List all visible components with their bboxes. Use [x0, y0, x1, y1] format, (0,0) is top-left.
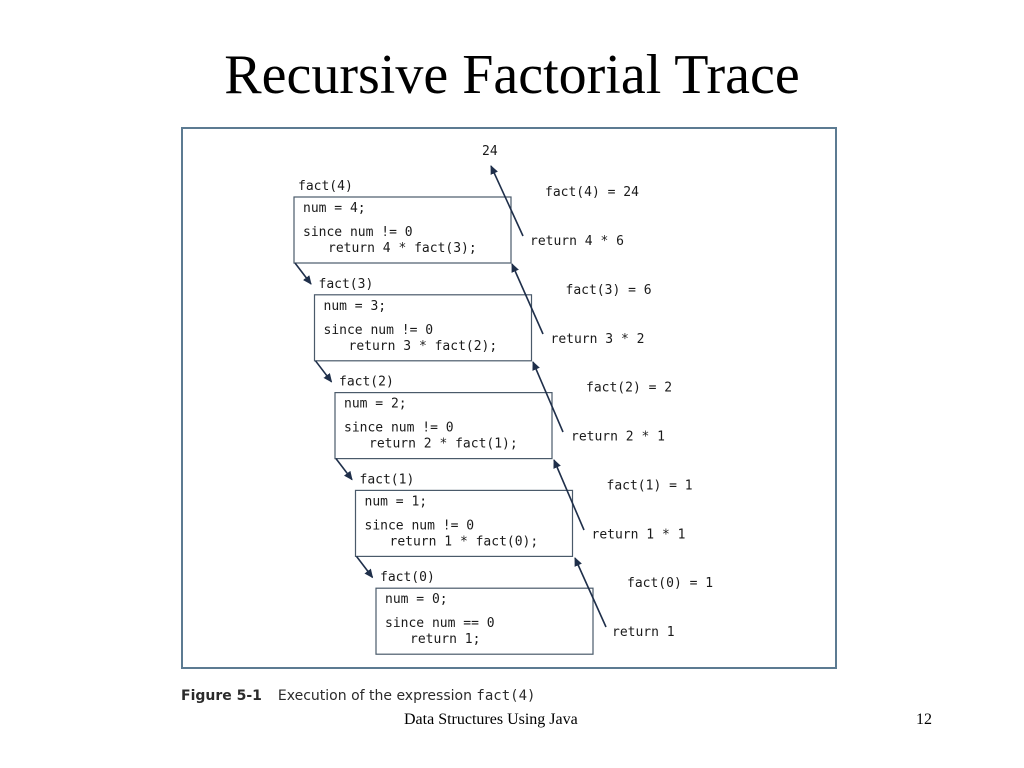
footer-course-title: Data Structures Using Java	[404, 711, 578, 728]
return-arrow	[532, 361, 564, 433]
condition-line: since num == 0	[385, 616, 495, 631]
footer-page-number: 12	[916, 711, 932, 728]
call-label: fact(2)	[339, 375, 394, 390]
return-arrow	[553, 459, 585, 531]
assign-line: num = 3;	[324, 299, 387, 314]
assign-line: num = 0;	[385, 592, 448, 607]
return-arrow	[511, 263, 544, 335]
condition-line: since num != 0	[344, 421, 454, 436]
value-label: fact(4) = 24	[545, 185, 639, 200]
return-label: return 2 * 1	[571, 430, 665, 445]
call-arrow	[355, 555, 374, 579]
return-arrow	[574, 557, 607, 628]
figure-frame	[181, 127, 837, 669]
return-label: return 3 * 2	[551, 332, 645, 347]
action-line: return 1 * fact(0);	[390, 534, 539, 549]
call-label: fact(4)	[298, 179, 353, 194]
return-label: return 4 * 6	[530, 234, 624, 249]
figure-caption: Figure 5-1 Execution of the expression fa…	[181, 684, 535, 708]
call-frame-box	[313, 294, 533, 362]
return-label: return 1 * 1	[592, 527, 686, 542]
figure-caption-text: Execution of the expression	[277, 688, 472, 704]
condition-line: since num != 0	[303, 225, 413, 240]
action-line: return 3 * fact(2);	[349, 339, 498, 354]
call-arrow	[294, 262, 312, 285]
call-label: fact(3)	[319, 277, 374, 292]
condition-line: since num != 0	[365, 518, 475, 533]
action-line: return 2 * fact(1);	[369, 437, 518, 452]
slide-title: Recursive Factorial Trace	[224, 44, 800, 106]
assign-line: num = 4;	[303, 201, 366, 216]
final-result-label: 24	[482, 144, 498, 159]
value-label: fact(2) = 2	[586, 381, 672, 396]
figure-number: Figure 5-1	[181, 688, 262, 704]
call-frame-box	[375, 587, 594, 655]
assign-line: num = 2;	[344, 397, 407, 412]
action-line: return 1;	[410, 632, 480, 647]
condition-line: since num != 0	[324, 323, 434, 338]
action-line: return 4 * fact(3);	[328, 241, 477, 256]
return-label: return 1	[612, 625, 675, 640]
value-label: fact(0) = 1	[627, 576, 713, 591]
call-frame-box	[354, 489, 574, 557]
value-label: fact(3) = 6	[566, 283, 652, 298]
assign-line: num = 1;	[365, 494, 428, 509]
value-label: fact(1) = 1	[607, 478, 693, 493]
call-label: fact(0)	[380, 570, 435, 585]
call-arrow	[335, 458, 353, 481]
call-arrow	[314, 360, 333, 383]
figure-caption-code: fact(4)	[476, 688, 536, 704]
return-arrow	[490, 165, 524, 237]
call-frame-box	[334, 392, 553, 460]
call-label: fact(1)	[360, 472, 415, 487]
call-frame-box	[293, 196, 512, 264]
